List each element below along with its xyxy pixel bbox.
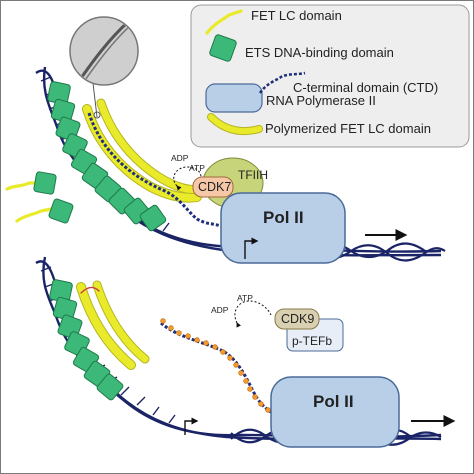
legend-ctd-label: C-terminal domain (CTD) <box>293 80 438 95</box>
inset-pointer-line <box>92 82 98 118</box>
legend-pol-ii-label: RNA Polymerase II <box>266 93 376 108</box>
top-adp-label: ADP <box>171 153 189 163</box>
bottom-ctd-phospho-dots <box>160 318 278 417</box>
top-tss-arrow <box>244 237 259 259</box>
legend-ctd-icon <box>258 71 306 94</box>
legend-polymerized-label: Polymerized FET LC domain <box>265 121 431 136</box>
top-pol-ii <box>220 192 346 264</box>
legend: FET LC domain ETS DNA-binding domain C-t… <box>190 4 470 148</box>
tfiih-label: TFIIH <box>238 168 268 182</box>
top-pol-ii-label: Pol II <box>263 208 304 227</box>
bottom-atp-label: ATP <box>237 293 253 303</box>
legend-box <box>190 4 470 148</box>
cdk9-kinase <box>274 308 320 330</box>
legend-fet-lc-label: FET LC domain <box>251 8 342 23</box>
top-phospho-arrow <box>173 166 202 191</box>
bottom-ets-blocks <box>49 279 124 401</box>
bottom-adp-label: ADP <box>211 305 229 315</box>
bottom-panel: p-TEFb CDK9 ADP ATP Pol II <box>35 256 456 448</box>
ptefb-label: p-TEFb <box>292 334 332 348</box>
legend-ets-icon <box>209 34 237 62</box>
cdk7-kinase <box>192 176 234 198</box>
bottom-ctd-strand <box>160 321 278 417</box>
bottom-tss-arrow <box>184 417 199 435</box>
top-atp-label: ATP <box>189 163 205 173</box>
bottom-polymerized-fet <box>76 280 150 370</box>
bottom-pol-ii <box>270 376 400 448</box>
legend-fet-lc-icon <box>205 9 243 35</box>
em-micrograph-inset <box>69 16 139 119</box>
top-panel: TFIIH CDK7 ADP ATP Pol II <box>5 16 446 264</box>
cdk9-label: CDK9 <box>281 312 314 326</box>
bottom-phospho-arrow <box>234 300 272 328</box>
legend-pol-ii-icon <box>205 83 263 113</box>
cdk7-label: CDK7 <box>198 180 231 194</box>
top-free-monomers <box>5 171 74 224</box>
top-ctd-strand <box>87 112 224 229</box>
bottom-pol-ii-label: Pol II <box>313 392 354 411</box>
legend-ets-label: ETS DNA-binding domain <box>245 45 394 60</box>
legend-polymerized-icon <box>208 114 262 135</box>
top-ets-blocks <box>47 81 167 232</box>
